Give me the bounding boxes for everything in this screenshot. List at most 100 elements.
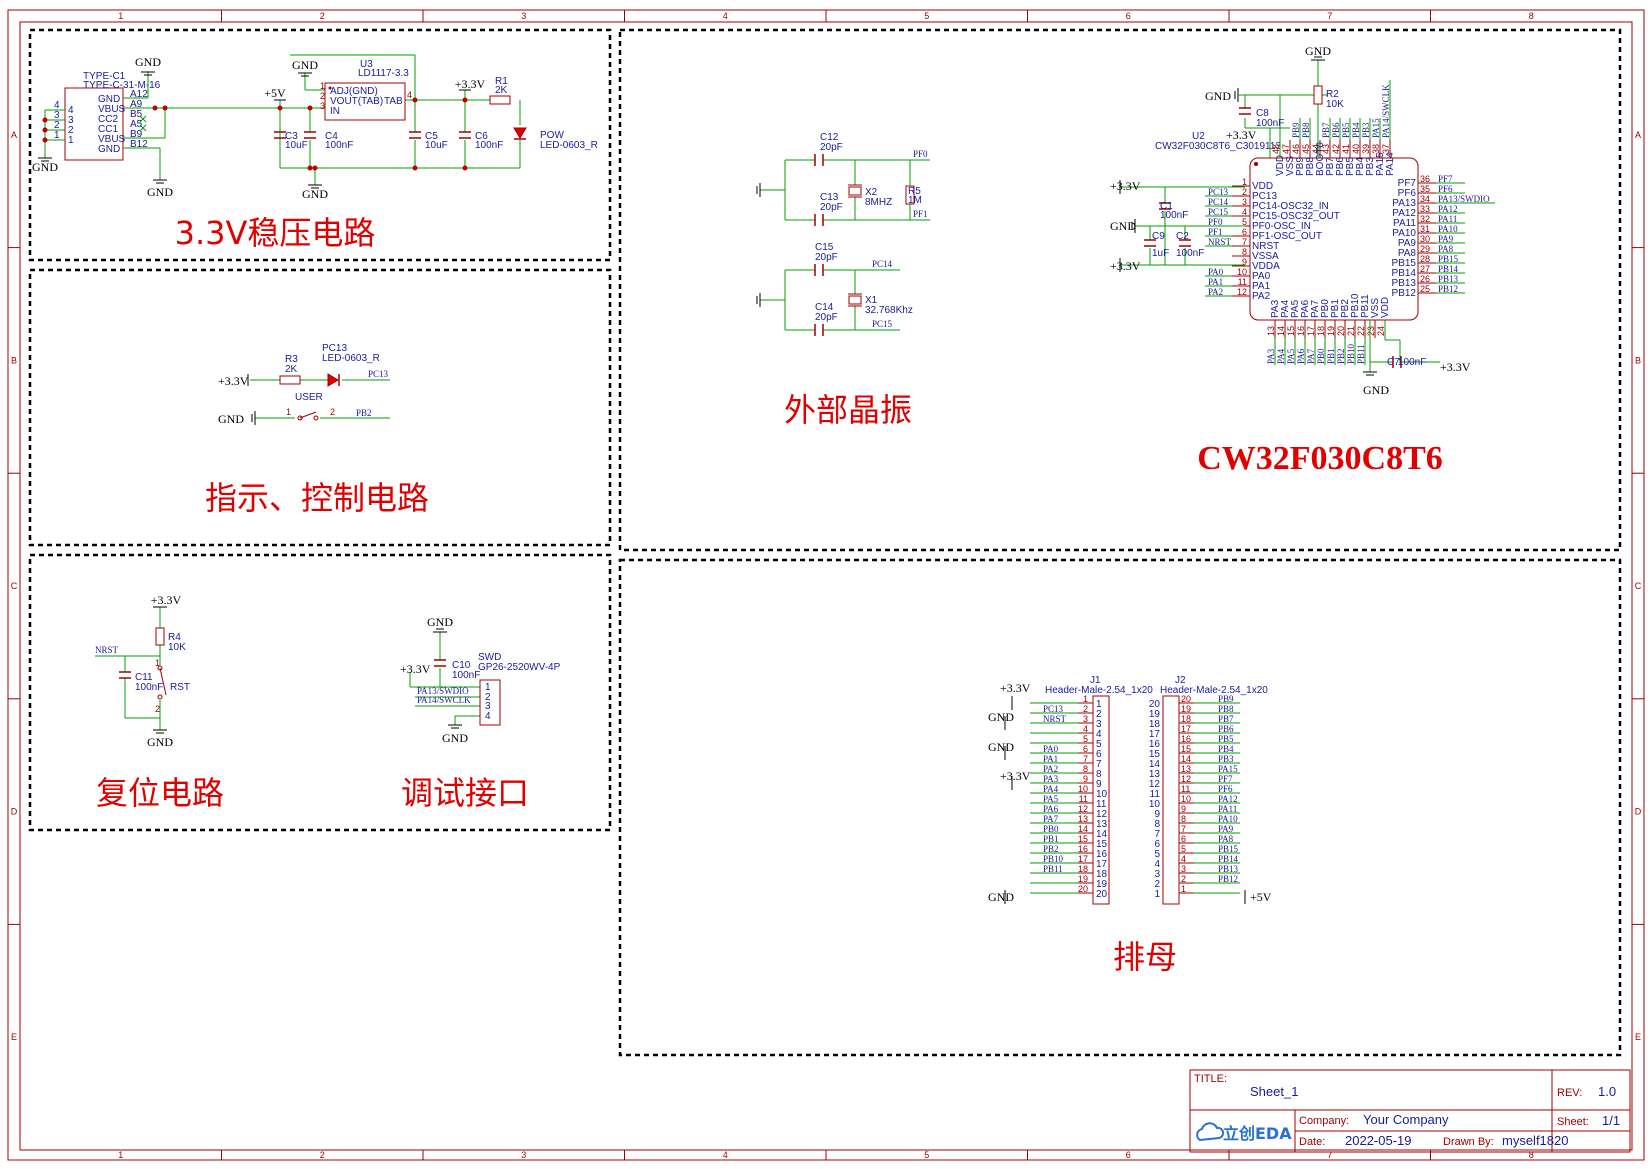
c9-cap (1144, 239, 1156, 247)
gnd-symbol (1363, 371, 1377, 376)
r2-resistor (1313, 85, 1323, 105)
mcu-pin-name: VSSA (1252, 251, 1279, 262)
v33-label: +3.3V (151, 593, 182, 607)
usb-side-num: 3 (54, 110, 60, 121)
mcu-net-label: PC13 (1208, 187, 1229, 197)
mcu-pin-num: 7 (1242, 237, 1247, 247)
v33-label: +3.3V (455, 77, 486, 91)
gnd-symbol (1131, 219, 1136, 233)
mcu-net-label: PA2 (1208, 287, 1223, 297)
usb-pin-number: B12 (130, 139, 148, 150)
j1-pin-label: 8 (1096, 769, 1102, 780)
j2-pin-num: 10 (1181, 794, 1191, 804)
j1-pin-num: 5 (1083, 734, 1088, 744)
swd-pin: 2 (485, 692, 491, 703)
r5-val: 1M (908, 195, 922, 206)
mcu-net-label: PA12 (1438, 204, 1458, 214)
c9-val: 1uF (1152, 248, 1169, 259)
x1-ref: X1 (865, 295, 878, 306)
mcu-pin-num: 29 (1420, 244, 1430, 254)
j2-net-label: PA15 (1218, 764, 1238, 774)
mcu-pin-num: 35 (1420, 184, 1430, 194)
x2-val: 8MHZ (865, 197, 892, 208)
usb-side-num: 1 (54, 130, 60, 141)
usb-pin-name: CC2 (98, 114, 118, 125)
mcu-pin-num: 23 (1366, 326, 1376, 336)
mcu-pin-num: 8 (1242, 247, 1247, 257)
j1-pin-label: 2 (1096, 709, 1102, 720)
mcu-pin-name: PF6 (1398, 188, 1417, 199)
junction-dot (412, 165, 418, 171)
j2-net-label: PB13 (1218, 864, 1239, 874)
gnd-label: GND (292, 58, 318, 72)
v33-label: +3.3V (1226, 128, 1257, 142)
usb-pin-number: A9 (130, 99, 143, 110)
usb-pin-number: B5 (130, 109, 143, 120)
j2-net-label: PB12 (1218, 874, 1238, 884)
mcu-pin-name: PF7 (1398, 178, 1417, 189)
j2-pin-label: 4 (1154, 859, 1160, 870)
gnd-label: GND (442, 731, 468, 745)
mcu-net-label: PA6 (1296, 348, 1306, 364)
frame-row-label: E (1635, 1032, 1641, 1042)
net-pb2: PB2 (356, 408, 372, 418)
pow-led-part: LED-0603_R (540, 140, 598, 151)
mcu-net-label: PB5 (1341, 122, 1351, 138)
mcu-pin-name: PF0-OSC_IN (1252, 221, 1311, 232)
j2-pin-label: 13 (1149, 769, 1161, 780)
mcu-pin-name: PB11 (1360, 294, 1371, 318)
reg-capacitors (274, 131, 471, 139)
gnd-label: GND (147, 735, 173, 749)
r2-val: 10K (1326, 99, 1344, 110)
j2-pin-label: 19 (1149, 709, 1161, 720)
r4-val: 10K (168, 642, 186, 653)
j2-net-label: PA12 (1218, 794, 1238, 804)
mcu-pin-name: PA13 (1392, 198, 1416, 209)
gnd-label: GND (32, 160, 58, 174)
section-title-crystal: 外部晶振 (784, 391, 912, 429)
c2-cap (1179, 239, 1191, 247)
mcu-pin-num: 1 (1242, 177, 1247, 187)
c7-cap (1392, 356, 1402, 368)
frame-row-label: A (11, 130, 17, 140)
frame-col-label: 8 (1529, 11, 1534, 21)
frame-col-label: 1 (118, 11, 123, 21)
mcu-pin-name: PA5 (1290, 299, 1301, 318)
frame-col-label: 2 (320, 11, 325, 21)
j1-pin-label: 20 (1096, 889, 1108, 900)
tb-title: Sheet_1 (1250, 1084, 1298, 1099)
mcu-net-label: PB14 (1438, 264, 1459, 274)
j2-pin-label: 1 (1154, 889, 1160, 900)
x2-ref: X2 (865, 187, 878, 198)
j1-pin-label: 10 (1096, 789, 1108, 800)
mcu-pin-num: 12 (1237, 287, 1247, 297)
mcu-pin-name: PB13 (1392, 278, 1417, 289)
mcu-pin-num: 10 (1237, 267, 1247, 277)
j2-net-label: PF6 (1218, 784, 1233, 794)
c8-cap (1239, 107, 1251, 115)
j1-pin-num: 17 (1078, 854, 1088, 864)
mcu-pin-name: PA3 (1270, 299, 1281, 318)
j1-net-label: PB11 (1043, 864, 1063, 874)
frame-col-label: 5 (924, 1150, 929, 1160)
mcu-pin-num: 6 (1242, 227, 1247, 237)
c7-val: 100nF (1398, 357, 1426, 368)
j2-pin-label: 15 (1149, 749, 1161, 760)
r4-ref: R4 (168, 632, 181, 643)
gnd-label: GND (988, 740, 1014, 754)
j1-net-label: PA7 (1043, 814, 1059, 824)
mcu-net-label: PB10 (1346, 343, 1356, 364)
j1-pin-num: 10 (1078, 784, 1088, 794)
mcu-pin-name: PB10 (1350, 293, 1361, 318)
c15-ref: C15 (815, 242, 834, 253)
junction-dot (42, 117, 48, 123)
mcu-pin-name: PA6 (1300, 299, 1311, 318)
mcu-pin-num: 17 (1306, 326, 1316, 336)
c12-ref: C12 (820, 132, 839, 143)
c1-val: 100nF (1160, 210, 1188, 221)
frame-col-label: 2 (320, 1150, 325, 1160)
section-boxes (28, 28, 1622, 1057)
j2-net-label: PA8 (1218, 834, 1234, 844)
